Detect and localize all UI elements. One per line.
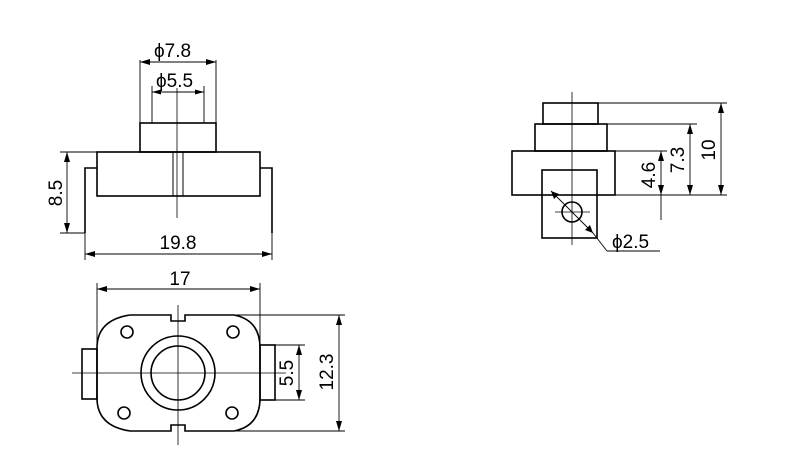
top-width-label: 17 [169, 269, 190, 290]
top-view: 17 5.5 12.3 [72, 269, 345, 445]
front-terminal-right [260, 167, 273, 233]
mount-hole-bottom-right [225, 406, 239, 420]
stem-inner-diameter-label: ϕ5.5 [156, 71, 193, 92]
side-height-mid-label: 7.3 [668, 147, 689, 173]
side-middle-block [534, 123, 608, 152]
side-height-total-label: 10 [699, 139, 720, 160]
front-view: ϕ7.8 ϕ5.5 8.5 19.8 [46, 41, 273, 260]
top-tab-height-label: 5.5 [277, 360, 298, 386]
mount-hole-top-right [226, 325, 240, 339]
top-body-height-label: 12.3 [317, 354, 338, 391]
front-width-label: 19.8 [160, 233, 197, 254]
top-tab-right [259, 344, 276, 401]
front-stem [139, 122, 217, 153]
hole-diameter-label: ϕ2.5 [612, 232, 649, 253]
stem-outer-diameter-label: ϕ7.8 [154, 41, 191, 62]
front-body [96, 151, 261, 197]
side-view: ϕ2.5 4.6 7.3 10 [511, 92, 727, 253]
top-tab-left [81, 348, 98, 400]
side-terminal [541, 169, 598, 239]
front-terminal-left [84, 167, 97, 233]
side-height-small-label: 4.6 [639, 162, 660, 188]
mount-hole-top-left [120, 325, 134, 339]
side-body [511, 150, 616, 196]
front-height-label: 8.5 [46, 180, 67, 206]
mount-hole-bottom-left [117, 406, 131, 420]
side-top-block [542, 102, 599, 125]
